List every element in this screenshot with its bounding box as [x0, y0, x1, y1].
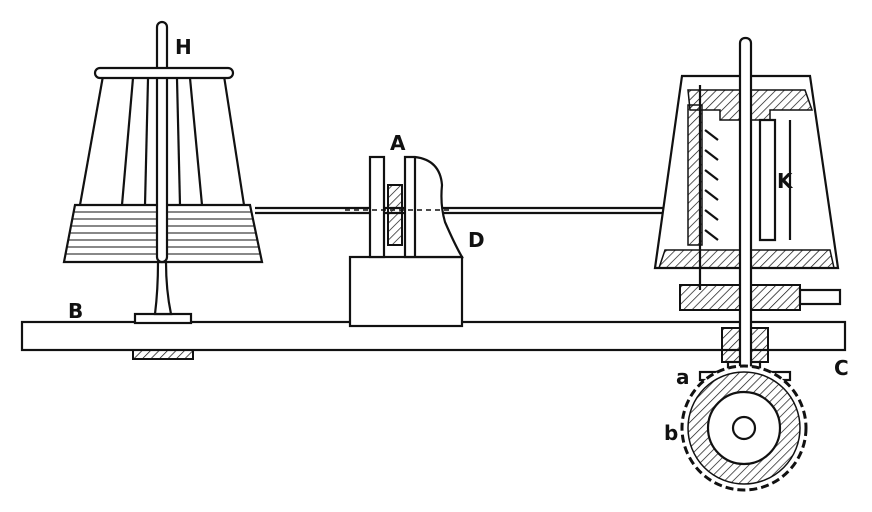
label-h: H: [175, 35, 192, 59]
bobbin-h: [62, 20, 264, 360]
label-d: D: [468, 228, 485, 252]
label-b: B: [68, 299, 83, 323]
label-a: A: [390, 131, 406, 155]
thread: [255, 206, 668, 215]
label-a-small: a: [676, 365, 690, 389]
label-b-small: b: [664, 421, 678, 445]
label-k: K: [777, 169, 794, 193]
label-c: C: [834, 356, 849, 380]
bevel-gear: [680, 364, 808, 492]
flyer-k: [653, 36, 842, 374]
spring-coil: [704, 129, 719, 241]
thread-guide-a: [345, 155, 464, 328]
